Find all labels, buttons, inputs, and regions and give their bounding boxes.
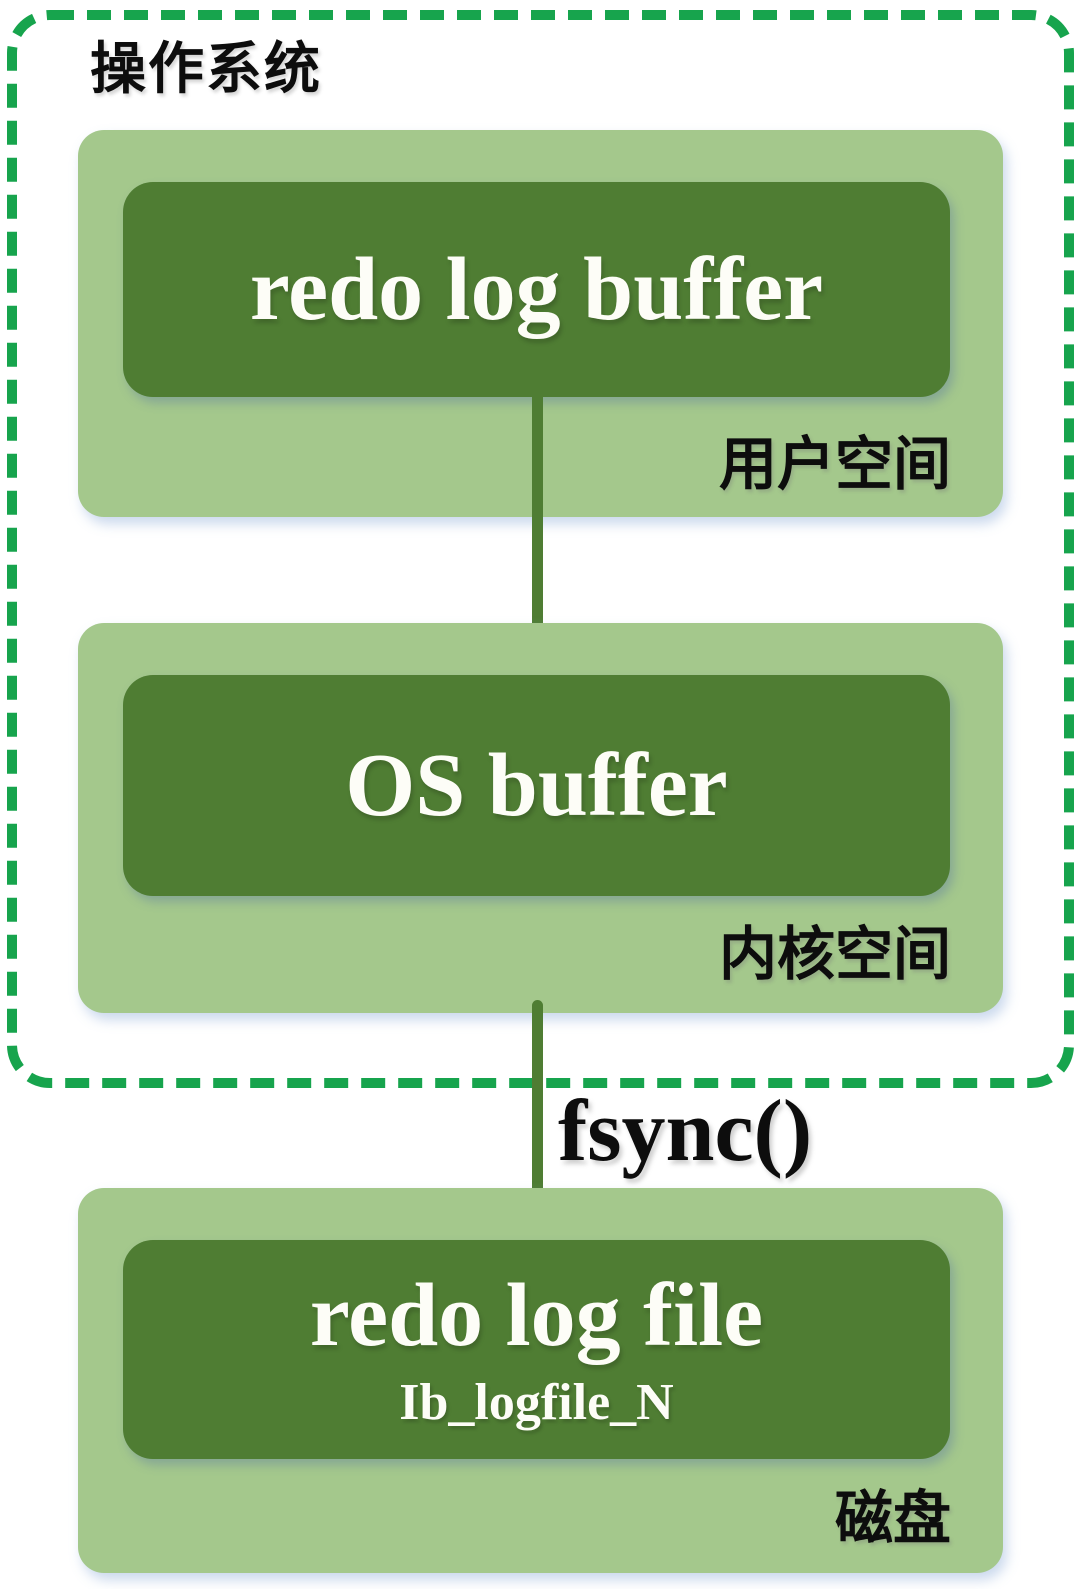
os-title: 操作系统 bbox=[90, 39, 322, 101]
redo-log-file-label: redo log file bbox=[309, 1265, 764, 1365]
redo-log-buffer-box: redo log buffer bbox=[123, 182, 950, 397]
kernel-space-label: 内核空间 bbox=[718, 922, 951, 987]
user-space-box: redo log buffer 用户空间 bbox=[78, 130, 1003, 517]
disk-box: redo log file Ib_logfile_N 磁盘 bbox=[78, 1188, 1003, 1573]
kernel-space-box: OS buffer 内核空间 bbox=[78, 623, 1003, 1013]
os-buffer-label: OS buffer bbox=[345, 735, 728, 835]
redo-log-file-box: redo log file Ib_logfile_N bbox=[123, 1240, 950, 1459]
arrow-line bbox=[531, 395, 543, 642]
redo-log-filename-label: Ib_logfile_N bbox=[399, 1373, 674, 1431]
user-space-label: 用户空间 bbox=[718, 432, 951, 497]
arrow-line bbox=[531, 1000, 543, 1205]
fsync-call-label: fsync() bbox=[558, 1083, 813, 1180]
disk-label: 磁盘 bbox=[834, 1486, 951, 1551]
redo-log-buffer-label: redo log buffer bbox=[249, 239, 824, 339]
os-buffer-box: OS buffer bbox=[123, 675, 950, 896]
